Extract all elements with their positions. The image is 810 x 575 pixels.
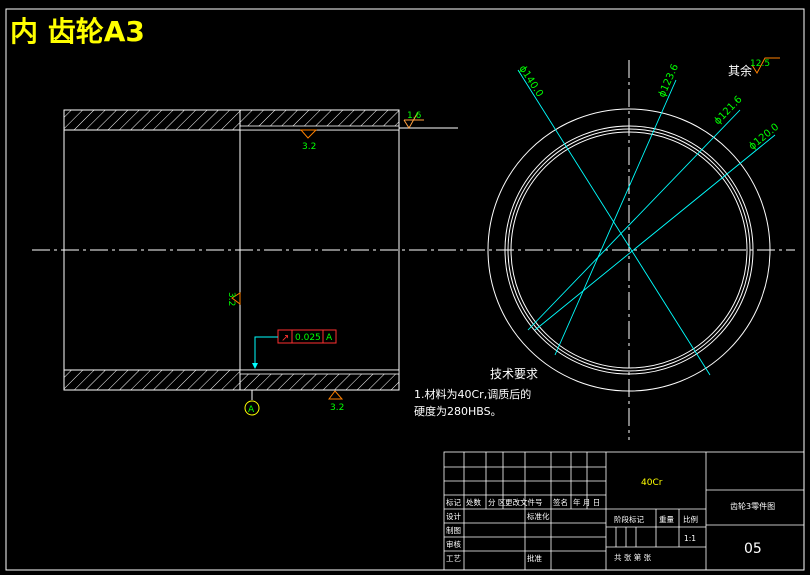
roughness-bottom: 3.2 xyxy=(328,390,344,413)
roughness-inner-top: 3.2 xyxy=(299,129,318,152)
roughness-other: 其余 12.5 xyxy=(728,57,780,78)
svg-text:齿轮3零件图: 齿轮3零件图 xyxy=(730,501,775,511)
top-wall-hatch xyxy=(63,109,400,131)
datum-a-marker: A xyxy=(244,389,260,416)
diameter-140: ϕ140.0 xyxy=(516,64,544,100)
material-label: 40Cr xyxy=(641,478,663,488)
svg-text:分 区: 分 区 xyxy=(488,498,506,507)
svg-text:1.材料为40Cr,调质后的: 1.材料为40Cr,调质后的 xyxy=(414,387,531,401)
tolerance-frame: ↗ 0.025 A xyxy=(252,329,337,369)
svg-text:12.5: 12.5 xyxy=(750,59,770,69)
svg-text:审核: 审核 xyxy=(446,539,461,549)
drawing-title: 内 齿轮A3 xyxy=(10,15,145,48)
roughness-top: 1.6 xyxy=(403,111,424,129)
svg-text:A: A xyxy=(326,333,333,343)
svg-text:标准化: 标准化 xyxy=(527,511,550,521)
technical-requirements: 技术要求 1.材料为40Cr,调质后的 硬度为280HBS。 xyxy=(414,367,538,418)
svg-text:更改文件号: 更改文件号 xyxy=(505,497,543,507)
svg-text:工艺: 工艺 xyxy=(446,554,461,563)
title-block-text: 标记 处数 分 区 更改文件号 签名 年 月 日 设计 标准化 制图 审核 工艺… xyxy=(446,497,775,563)
bottom-wall-hatch xyxy=(63,369,400,391)
front-view xyxy=(487,60,771,440)
svg-text:阶段标记: 阶段标记 xyxy=(614,514,644,524)
svg-text:年 月 日: 年 月 日 xyxy=(573,497,600,507)
svg-text:比例: 比例 xyxy=(683,514,698,524)
svg-text:技术要求: 技术要求 xyxy=(490,367,538,381)
svg-text:其余: 其余 xyxy=(728,63,752,78)
diameter-120: ϕ120.0 xyxy=(747,122,781,153)
svg-text:标记: 标记 xyxy=(446,497,461,507)
svg-text:↗: ↗ xyxy=(281,333,289,344)
drawing-border xyxy=(5,8,805,571)
diameter-123-6: ϕ123.6 xyxy=(657,63,681,100)
svg-text:重量: 重量 xyxy=(659,515,674,524)
svg-text:处数: 处数 xyxy=(466,497,481,507)
svg-text:设计: 设计 xyxy=(446,511,461,521)
diameter-leaders xyxy=(517,69,776,376)
drawing-number: 05 xyxy=(744,541,762,557)
svg-text:共 张 第 张: 共 张 第 张 xyxy=(614,552,652,562)
title-block xyxy=(443,451,805,571)
svg-text:签名: 签名 xyxy=(553,497,568,507)
svg-text:3.2: 3.2 xyxy=(302,142,316,152)
svg-text:1.6: 1.6 xyxy=(407,111,422,121)
svg-text:制图: 制图 xyxy=(446,525,461,535)
svg-text:3.2: 3.2 xyxy=(330,403,344,413)
svg-text:1:1: 1:1 xyxy=(684,534,696,543)
svg-text:硬度为280HBS。: 硬度为280HBS。 xyxy=(414,404,502,418)
svg-text:批准: 批准 xyxy=(527,553,542,563)
svg-text:0.025: 0.025 xyxy=(295,333,321,343)
svg-text:3.2: 3.2 xyxy=(226,292,236,306)
roughness-left: 3.2 xyxy=(226,292,241,306)
svg-text:A: A xyxy=(248,405,255,415)
